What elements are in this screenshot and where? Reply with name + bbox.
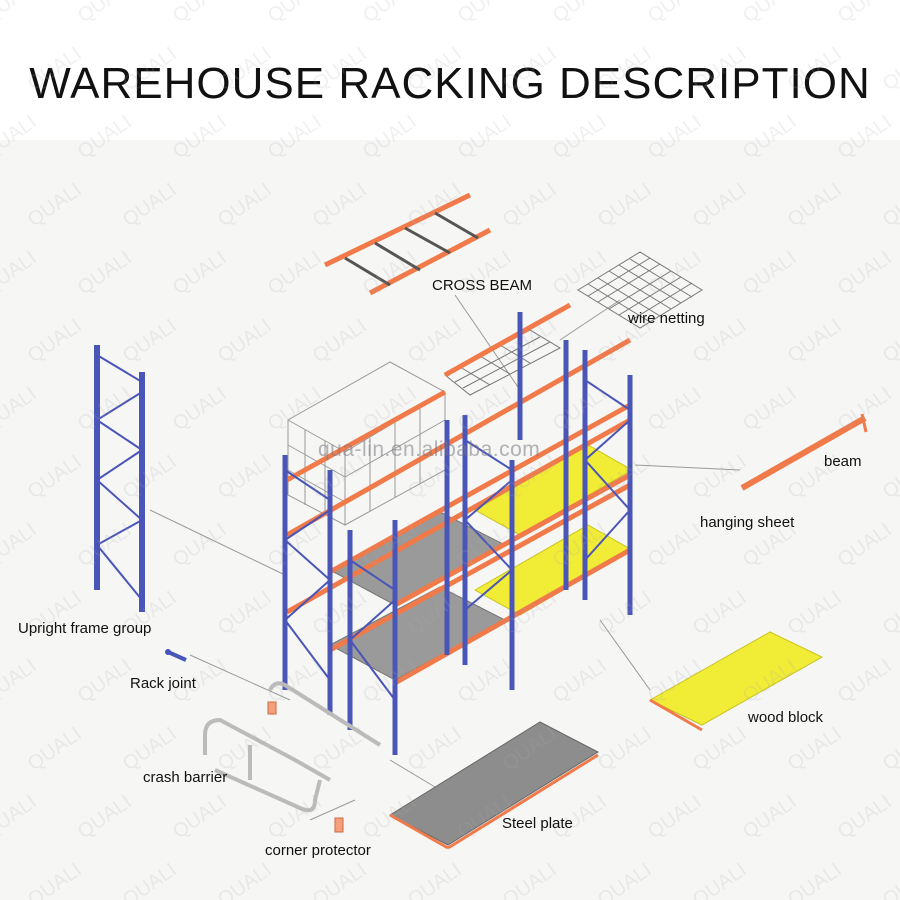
upright-frame-illustration: [94, 345, 145, 612]
cross-beam-illustration: [323, 192, 492, 296]
crash-barrier-illustration: [203, 681, 382, 813]
label-hanging-sheet: hanging sheet: [700, 514, 795, 531]
label-beam: beam: [824, 453, 862, 470]
site-watermark: qua-lin.en.alibaba.com: [318, 438, 541, 461]
wood-decks: [473, 444, 634, 616]
wood-block-illustration: [648, 631, 824, 732]
wire-netting-illustration: [577, 251, 703, 329]
label-steel-plate: Steel plate: [502, 815, 573, 832]
title-band: [0, 0, 900, 140]
page-title: WAREHOUSE RACKING DESCRIPTION: [29, 59, 871, 108]
corner-protector-illustration: [267, 701, 344, 833]
rack-bracing: [284, 379, 631, 701]
label-upright-frame-group: Upright frame group: [18, 620, 152, 637]
steel-plate-illustration: [388, 721, 600, 850]
steel-decks: [328, 511, 507, 681]
label-cross-beam: CROSS BEAM: [432, 277, 533, 294]
label-crash-barrier: crash barrier: [143, 769, 228, 786]
rack-joint-illustration: [165, 649, 187, 662]
label-wood-block: wood block: [748, 709, 824, 726]
label-wire-netting: wire netting: [628, 310, 705, 327]
label-rack-joint: Rack joint: [130, 675, 196, 692]
label-corner-protector: corner protector: [265, 842, 371, 859]
beam-illustration: [740, 413, 868, 491]
